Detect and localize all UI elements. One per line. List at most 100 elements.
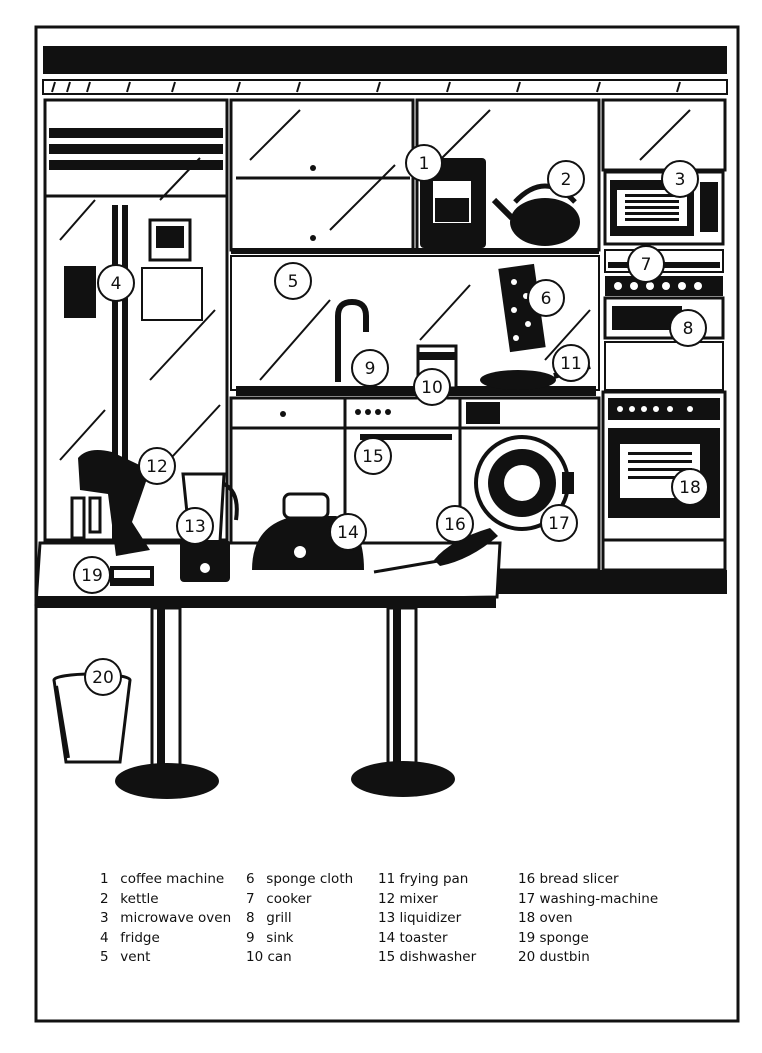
callout-circle xyxy=(351,349,389,387)
legend-number: 15 xyxy=(378,949,396,966)
legend-number: 19 xyxy=(518,929,536,946)
callout-number: 5 xyxy=(288,272,299,292)
legend-label: coffee machine xyxy=(120,871,225,887)
legend-number: 16 xyxy=(518,871,536,887)
callout-8: 8 xyxy=(669,309,707,347)
sponge xyxy=(110,566,154,586)
callout-12: 12 xyxy=(138,447,176,485)
legend-label: grill xyxy=(266,910,292,927)
callout-number: 20 xyxy=(92,668,114,688)
grill xyxy=(603,296,725,391)
cornice-hatching xyxy=(51,81,681,93)
mixer xyxy=(70,450,150,556)
callout-4: 4 xyxy=(97,264,135,302)
legend-item: 20 dustbin xyxy=(518,948,688,968)
callout-number: 13 xyxy=(184,517,206,537)
legend-item: 12 mixer xyxy=(378,890,518,910)
legend-item: 5 vent xyxy=(100,948,246,968)
legend-number: 4 xyxy=(100,929,109,946)
callout-3: 3 xyxy=(661,160,699,198)
callout-number: 6 xyxy=(541,289,552,309)
legend-number: 11 xyxy=(378,871,396,887)
callout-number: 16 xyxy=(444,515,466,535)
legend-item: 2 kettle xyxy=(100,890,246,910)
legend-item: 16 bread slicer xyxy=(518,870,688,890)
legend-item: 7 cooker xyxy=(246,890,378,910)
legend-number: 7 xyxy=(246,890,255,907)
legend-item: 8 grill xyxy=(246,909,378,929)
callout-circle xyxy=(176,507,214,545)
legend-item: 4 fridge xyxy=(100,929,246,949)
header-bar xyxy=(43,46,727,74)
legend-label: sponge xyxy=(539,929,589,946)
legend-label: oven xyxy=(539,910,573,927)
legend-label: sponge cloth xyxy=(266,871,354,887)
legend-number: 9 xyxy=(246,929,255,946)
legend-number: 2 xyxy=(100,890,109,907)
legend-item: 19 sponge xyxy=(518,929,688,949)
callout-circle xyxy=(354,437,392,475)
callout-number: 4 xyxy=(111,274,122,294)
legend-number: 3 xyxy=(100,910,109,927)
callout-circle xyxy=(329,513,367,551)
legend: 1 coffee machine 2 kettle 3 microwave ov… xyxy=(100,870,700,980)
callout-circle xyxy=(540,504,578,542)
legend-label: sink xyxy=(266,929,294,946)
legend-label: dustbin xyxy=(539,949,590,966)
callout-13: 13 xyxy=(176,507,214,545)
callout-circle xyxy=(661,160,699,198)
legend-label: washing-machine xyxy=(539,890,659,907)
legend-label: fridge xyxy=(120,929,160,946)
legend-number: 1 xyxy=(100,871,109,887)
legend-item: 18 oven xyxy=(518,909,688,929)
legend-label: mixer xyxy=(399,890,438,907)
legend-col-3: 11 frying pan 12 mixer 13 liquidizer 14 … xyxy=(378,870,518,980)
legend-label: frying pan xyxy=(399,871,469,887)
legend-item: 6 sponge cloth xyxy=(246,870,378,890)
callout-10: 10 xyxy=(413,368,451,406)
callout-number: 12 xyxy=(146,457,168,477)
legend-number: 20 xyxy=(518,949,536,966)
callout-number: 17 xyxy=(548,514,570,534)
legend-col-1: 1 coffee machine 2 kettle 3 microwave ov… xyxy=(100,870,246,980)
callout-20: 20 xyxy=(84,658,122,696)
callout-17: 17 xyxy=(540,504,578,542)
callout-number: 15 xyxy=(362,447,384,467)
callout-7: 7 xyxy=(627,245,665,283)
legend-col-2: 6 sponge cloth 7 cooker 8 grill 9 sink 1… xyxy=(246,870,378,980)
legend-item: 13 liquidizer xyxy=(378,909,518,929)
legend-label: vent xyxy=(120,949,151,966)
legend-number: 10 xyxy=(246,949,264,966)
legend-item: 15 dishwasher xyxy=(378,948,518,968)
legend-item: 9 sink xyxy=(246,929,378,949)
legend-col-4: 16 bread slicer 17 washing-machine 18 ov… xyxy=(518,870,688,980)
legend-number: 8 xyxy=(246,910,255,927)
callout-circle xyxy=(671,468,709,506)
legend-number: 14 xyxy=(378,929,396,946)
callout-circle xyxy=(84,658,122,696)
callout-circle xyxy=(413,368,451,406)
legend-label: kettle xyxy=(120,890,159,907)
callout-18: 18 xyxy=(671,468,709,506)
callout-circle xyxy=(627,245,665,283)
legend-label: liquidizer xyxy=(399,910,462,927)
cooker xyxy=(604,249,724,296)
legend-item: 3 microwave oven xyxy=(100,909,246,929)
callout-number: 1 xyxy=(419,154,430,174)
callout-16: 16 xyxy=(436,505,474,543)
cornice xyxy=(42,79,728,95)
callout-circle xyxy=(138,447,176,485)
legend-label: dishwasher xyxy=(399,949,477,966)
callout-9: 9 xyxy=(351,349,389,387)
legend-number: 6 xyxy=(246,871,255,887)
legend-number: 18 xyxy=(518,910,536,927)
callout-circle xyxy=(73,556,111,594)
bread-slicer xyxy=(373,528,498,574)
legend-label: cooker xyxy=(266,890,312,907)
legend-label: toaster xyxy=(399,929,448,946)
callout-circle xyxy=(274,262,312,300)
coffee-machine xyxy=(420,158,486,248)
legend-label: can xyxy=(267,949,292,966)
callout-circle xyxy=(547,160,585,198)
